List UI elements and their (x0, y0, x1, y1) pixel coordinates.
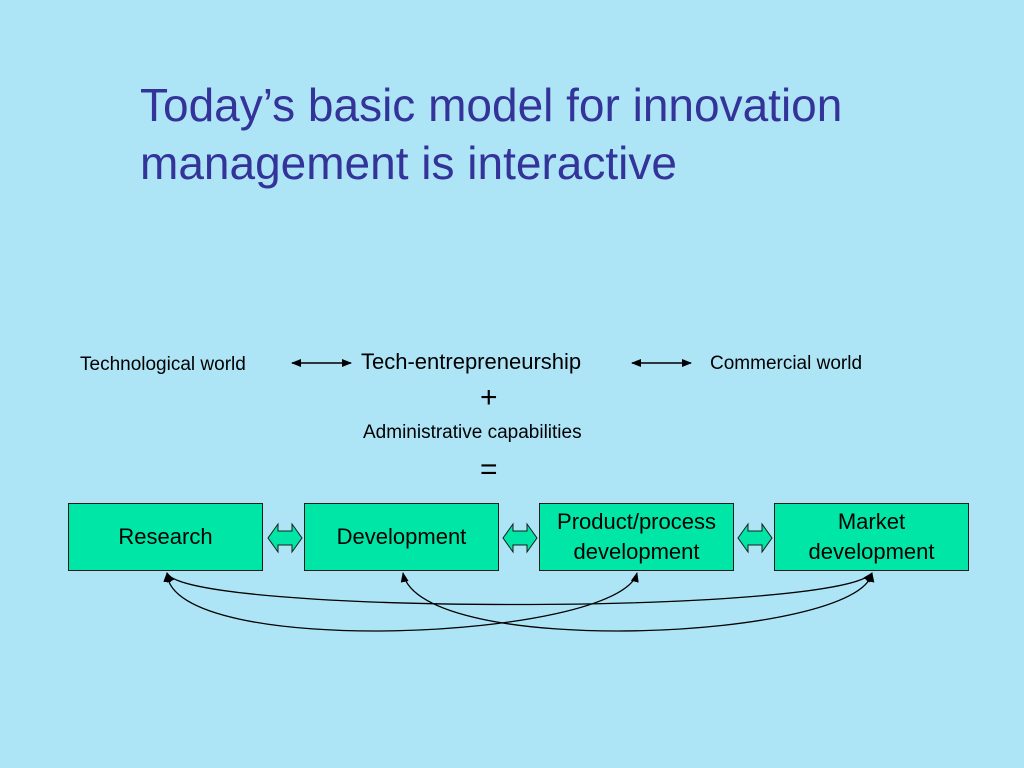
administrative-capabilities-label: Administrative capabilities (363, 422, 582, 443)
plus-sign: + (480, 381, 498, 414)
tech-entrepreneurship-label: Tech-entrepreneurship (361, 349, 582, 374)
technological-world-label: Technological world (80, 354, 246, 375)
product-market-connector-icon (737, 522, 773, 554)
title-line-2: management is interactive (140, 137, 677, 189)
development-product-connector-icon (502, 522, 538, 554)
research-box-label: Research (118, 524, 213, 549)
development-box: Development (304, 503, 499, 571)
slide-title: Today’s basic model for innovation manag… (140, 76, 980, 192)
research-development-connector-icon (267, 522, 303, 554)
product-process-box-line-1: Product/process (557, 509, 716, 534)
research-market-feedback-curve (166, 572, 873, 606)
equals-sign: = (480, 453, 498, 486)
product-process-box-line-2: development (573, 539, 700, 564)
title-line-1: Today’s basic model for innovation (140, 79, 843, 131)
market-development-box: Market development (774, 503, 969, 571)
product-process-development-box: Product/process development (539, 503, 734, 571)
market-box-line-2: development (808, 539, 935, 564)
commercial-world-label: Commercial world (710, 353, 863, 374)
market-box-line-1: Market (837, 509, 906, 534)
research-product-feedback-curve (163, 572, 639, 632)
development-market-feedback-curve (400, 572, 875, 632)
research-box: Research (68, 503, 263, 571)
development-box-label: Development (336, 524, 467, 549)
